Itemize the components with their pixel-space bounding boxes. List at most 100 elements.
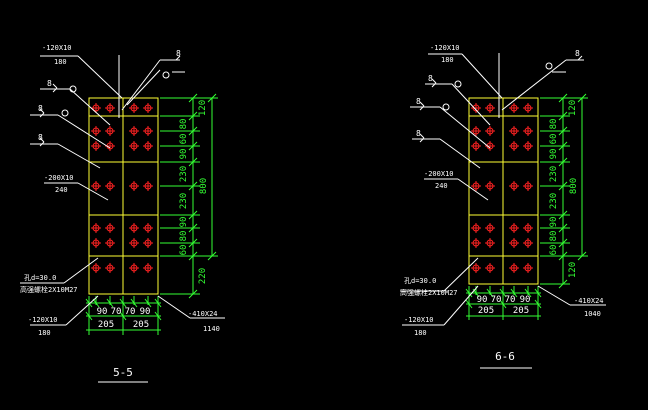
bolt-hole	[509, 238, 519, 248]
bolt-hole	[509, 141, 519, 151]
bolt-hole	[129, 263, 139, 273]
bolt-hole	[523, 103, 533, 113]
bolt-hole	[143, 126, 153, 136]
dim-text: 70	[125, 307, 136, 317]
bolt-hole	[91, 181, 101, 191]
dim-text: 205	[133, 320, 149, 330]
bolt-hole	[509, 223, 519, 233]
weld-labels: 8 8 8 8	[38, 49, 181, 142]
dim-text: 80	[179, 119, 189, 130]
weld-size-label: 8	[47, 79, 52, 88]
total-dim-text: 800	[569, 178, 579, 194]
bolt-hole	[485, 103, 495, 113]
bolt-hole	[523, 141, 533, 151]
bolt-hole	[129, 223, 139, 233]
dim-text: 90	[477, 295, 488, 305]
bolt-hole	[105, 223, 115, 233]
bolt-hole	[471, 223, 481, 233]
dim-text: 80	[179, 231, 189, 242]
bolt-hole	[471, 263, 481, 273]
bolt-note: 高强螺栓2X10M27	[20, 285, 78, 294]
plate-outline	[468, 97, 539, 285]
dim-text: 60	[179, 245, 189, 256]
section-6-6: 120 80 60 90 230 230 90 80 60 120 800	[400, 44, 606, 369]
section-label: 5-5	[113, 366, 133, 379]
dim-text: 120	[568, 262, 578, 278]
weld-symbols	[419, 55, 583, 143]
dim-text: 230	[549, 166, 559, 182]
bolt-hole	[471, 103, 481, 113]
dim-text: 90	[179, 217, 189, 228]
section-5-5: 120 80 60 90 230 230 90 80 60 220 800	[20, 44, 225, 383]
bolt-hole	[509, 181, 519, 191]
dim-text: 120	[568, 100, 578, 116]
bolt-hole	[129, 126, 139, 136]
dim-text: 90	[549, 217, 559, 228]
bolt-holes	[471, 103, 533, 273]
bolt-hole	[485, 141, 495, 151]
bolt-hole	[485, 126, 495, 136]
bolt-hole	[509, 103, 519, 113]
right-dimension-lines	[540, 93, 588, 289]
dim-text: 80	[549, 119, 559, 130]
plate-length: 180	[38, 329, 51, 337]
bolt-hole	[471, 141, 481, 151]
weld-size-label: 8	[176, 49, 181, 58]
bolt-hole	[485, 238, 495, 248]
bottom-dimension-lines	[85, 296, 162, 335]
bolt-hole	[143, 223, 153, 233]
plate-length: 180	[414, 329, 427, 337]
plate-length: 1140	[203, 325, 220, 333]
dim-text: 205	[513, 306, 529, 316]
bolt-note: 孔d=30.0	[404, 277, 436, 285]
bolt-hole	[485, 181, 495, 191]
dim-text: 60	[549, 134, 559, 145]
bolt-hole	[129, 103, 139, 113]
plate-length: 240	[435, 182, 448, 190]
dim-text: 230	[549, 193, 559, 209]
dim-text: 90	[520, 295, 531, 305]
annotation-text: -120X10 180 -200X10 240 孔d=30.0 高强螺栓2X10…	[20, 44, 220, 337]
dim-text: 230	[179, 166, 189, 182]
dim-text: 120	[198, 100, 208, 116]
bolt-hole	[485, 263, 495, 273]
bolt-hole	[485, 223, 495, 233]
plate-label: -200X10	[424, 170, 454, 178]
weld-size-label: 8	[428, 74, 433, 83]
bolt-note: 高强螺栓2X10M27	[400, 288, 458, 297]
bolt-hole	[523, 223, 533, 233]
bolt-hole	[129, 238, 139, 248]
bolt-hole	[143, 238, 153, 248]
weld-size-label: 8	[416, 97, 421, 106]
bolt-hole	[523, 181, 533, 191]
plate-length: 240	[55, 186, 68, 194]
weld-size-label: 8	[38, 104, 43, 113]
bolt-hole	[471, 181, 481, 191]
bolt-hole	[91, 103, 101, 113]
right-dimension-text: 120 80 60 90 230 230 90 80 60 220 800	[179, 100, 209, 284]
bolt-hole	[91, 263, 101, 273]
bolt-hole	[471, 238, 481, 248]
plate-label: -120X10	[430, 44, 460, 52]
bottom-dimension-lines	[465, 286, 542, 320]
bolt-hole	[105, 263, 115, 273]
bolt-hole	[91, 141, 101, 151]
bolt-note: 孔d=30.0	[24, 274, 56, 282]
bolt-hole	[143, 263, 153, 273]
dim-text: 80	[549, 231, 559, 242]
dim-text: 90	[140, 307, 151, 317]
plate-label: -200X10	[44, 174, 74, 182]
dim-text: 60	[549, 245, 559, 256]
dim-text: 205	[478, 306, 494, 316]
right-dimension-lines	[160, 93, 218, 299]
dim-text: 205	[98, 320, 114, 330]
plate-label: -410X24	[574, 297, 604, 305]
bolt-hole	[509, 263, 519, 273]
bolt-hole	[143, 141, 153, 151]
leader-lines	[400, 53, 606, 326]
bolt-hole	[509, 126, 519, 136]
bolt-hole	[105, 181, 115, 191]
weld-size-label: 8	[416, 129, 421, 138]
dim-text: 70	[505, 295, 516, 305]
